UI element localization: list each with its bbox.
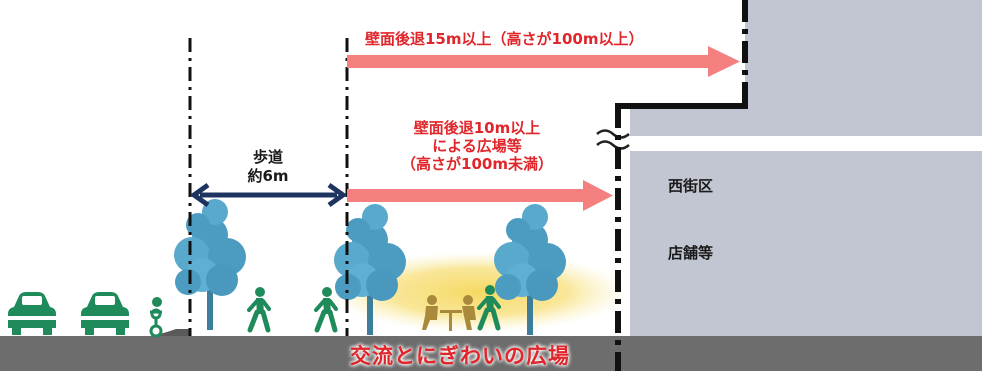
break-mark-icon — [596, 129, 630, 150]
cafe-table-icon — [422, 295, 476, 331]
building-upper — [745, 0, 982, 104]
setback-lower-line1: 壁面後退10m以上 — [413, 119, 541, 137]
sidewalk-label-line2: 約6m — [247, 167, 289, 185]
setback-upper-arrow — [347, 46, 740, 77]
car-icon — [81, 292, 129, 335]
setback-lower-arrow — [347, 180, 613, 211]
shops-label: 店舗等 — [668, 244, 714, 262]
setback-lower-label: 壁面後退10m以上 による広場等 （高さが100m未満） — [372, 119, 582, 173]
building-lower — [630, 151, 982, 336]
plaza-label: 交流とにぎわいの広場 — [350, 344, 570, 368]
sidewalk-width-arrow — [189, 182, 348, 208]
bicycle-icon — [149, 297, 163, 338]
setback-lower-line2: による広場等 — [432, 137, 522, 155]
setback-lower-line3: （高さが100m未満） — [401, 155, 553, 173]
curb — [0, 329, 190, 336]
sidewalk-label: 歩道 約6m — [233, 148, 303, 186]
district-label: 西街区 — [668, 177, 714, 195]
tree-icon — [174, 199, 246, 330]
car-icon — [8, 292, 56, 335]
ground — [0, 336, 982, 371]
setback-upper-label: 壁面後退15m以上（高さが100m以上） — [365, 30, 644, 48]
building-middle — [630, 104, 982, 136]
pedestrian-icon — [249, 287, 269, 330]
sidewalk-label-line1: 歩道 — [252, 148, 283, 166]
